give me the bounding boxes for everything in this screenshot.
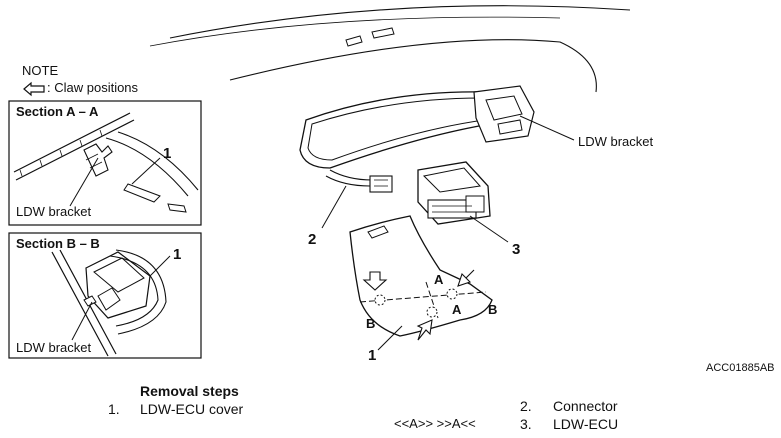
cut-b-right: B xyxy=(488,302,497,317)
section-aa-panel: Section A – A 1 LDW bracket xyxy=(8,100,202,226)
main-ldw-bracket-label: LDW bracket xyxy=(578,134,654,149)
ldw-ecu-cover xyxy=(349,215,493,351)
step-3-label: LDW-ECU xyxy=(553,416,619,432)
figure-code: ACC01885AB xyxy=(706,362,775,374)
removal-steps-heading: Removal steps xyxy=(140,383,239,399)
cut-b-left: B xyxy=(366,316,375,331)
note-title: NOTE xyxy=(22,63,58,78)
headliner-outline xyxy=(149,5,631,93)
section-bb-callout-1: 1 xyxy=(173,246,181,263)
section-bb-panel: Section B – B 1 LDW bracket xyxy=(8,232,202,359)
step-2-label: Connector xyxy=(553,398,618,414)
step-3-marks: <<A>> >>A<< xyxy=(394,416,476,431)
ldw-bracket-part xyxy=(473,85,575,143)
connector-harness xyxy=(321,169,393,229)
claw-arrow-icon-1 xyxy=(362,271,388,291)
section-bb-title: Section B – B xyxy=(16,236,100,251)
note-legend-text: : Claw positions xyxy=(47,80,139,95)
cut-a-top: A xyxy=(434,272,444,287)
main-callout-2: 2 xyxy=(308,231,316,248)
claw-arrow-icon-2 xyxy=(457,269,475,287)
section-bb-bracket-label: LDW bracket xyxy=(16,340,92,355)
section-aa-callout-1: 1 xyxy=(163,145,171,162)
main-callout-1: 1 xyxy=(368,347,376,364)
section-aa-title: Section A – A xyxy=(16,104,99,119)
main-callout-3: 3 xyxy=(512,241,520,258)
cut-a-bottom: A xyxy=(452,302,462,317)
step-2-number: 2. xyxy=(520,398,532,414)
step-1-number: 1. xyxy=(108,401,120,417)
claw-arrow-icon-3 xyxy=(416,319,433,341)
step-3-number: 3. xyxy=(520,416,532,432)
step-1-label: LDW-ECU cover xyxy=(140,401,244,417)
claw-position-arrow-icon xyxy=(23,81,45,97)
section-aa-bracket-label: LDW bracket xyxy=(16,204,92,219)
rearview-mirror xyxy=(299,91,495,169)
ldw-ecu-unit xyxy=(417,161,509,243)
